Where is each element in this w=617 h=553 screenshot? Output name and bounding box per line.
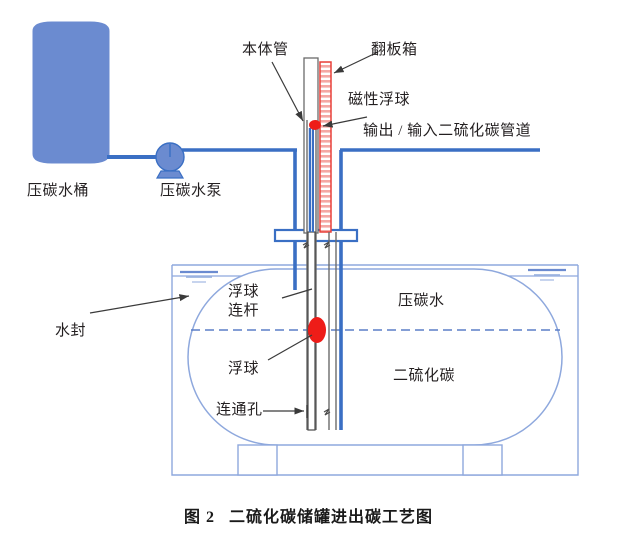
- label-flap-box: 翻板箱: [371, 42, 418, 58]
- figure-caption: 图 2 二硫化碳储罐进出碳工艺图: [0, 503, 617, 527]
- label-magnetic-float: 磁性浮球: [348, 92, 411, 108]
- label-float-rod-line1: 浮球: [228, 284, 260, 300]
- label-water-seal: 水封: [55, 323, 87, 339]
- figure-caption-text: 二硫化碳储罐进出碳工艺图: [229, 509, 434, 526]
- label-connecting-hole: 连通孔: [216, 402, 263, 418]
- magnetic-float-marker: [309, 120, 321, 130]
- label-float-ball: 浮球: [228, 361, 260, 377]
- pipe-break-marks: [302, 241, 331, 416]
- water-level-symbol-left: [180, 270, 218, 283]
- label-water-bucket: 压碳水桶: [27, 183, 90, 199]
- label-pressing-water: 压碳水: [398, 293, 445, 309]
- label-water-pump: 压碳水泵: [160, 183, 223, 199]
- storage-tank: [187, 268, 563, 446]
- float-ball: [308, 317, 326, 343]
- figure-caption-number: 图 2: [183, 509, 215, 526]
- leader-lines: [89, 51, 379, 415]
- label-float-rod-line2: 连杆: [228, 303, 260, 319]
- label-carbon-disulfide: 二硫化碳: [393, 368, 456, 384]
- water-level-symbol-right: [528, 268, 566, 281]
- cs2-pipeline: [339, 148, 540, 430]
- tank-support-saddles: [237, 444, 503, 476]
- pump-icon: [155, 142, 185, 179]
- flap-box: [319, 61, 332, 233]
- label-body-pipe: 本体管: [242, 42, 289, 58]
- label-cs2-pipeline: 输出 / 输入二硫化碳管道: [363, 123, 532, 139]
- water-bucket-vessel: [32, 21, 110, 164]
